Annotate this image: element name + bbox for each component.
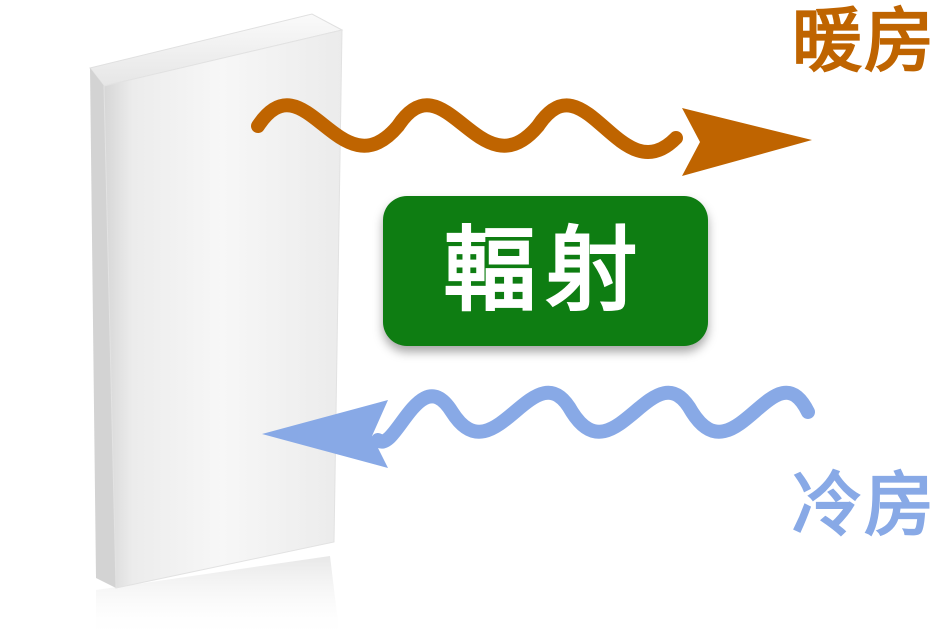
heating-wave-arrow — [251, 98, 812, 176]
heating-arrowhead — [682, 108, 812, 176]
cooling-wave-arrow — [262, 385, 815, 468]
cooling-label: 冷房 — [792, 464, 936, 546]
radiation-label: 輻射 — [443, 217, 648, 324]
wall-panel — [89, 13, 344, 639]
cooling-wave-line — [371, 385, 815, 449]
heating-label: 暖房 — [792, 0, 936, 82]
wall-panel-reflection — [96, 556, 340, 639]
wall-panel-side — [90, 68, 116, 588]
wall-panel-front — [103, 29, 343, 589]
heating-wave-line — [251, 98, 683, 159]
radiation-badge: 輻射 — [383, 196, 708, 346]
cooling-arrowhead — [262, 400, 388, 468]
